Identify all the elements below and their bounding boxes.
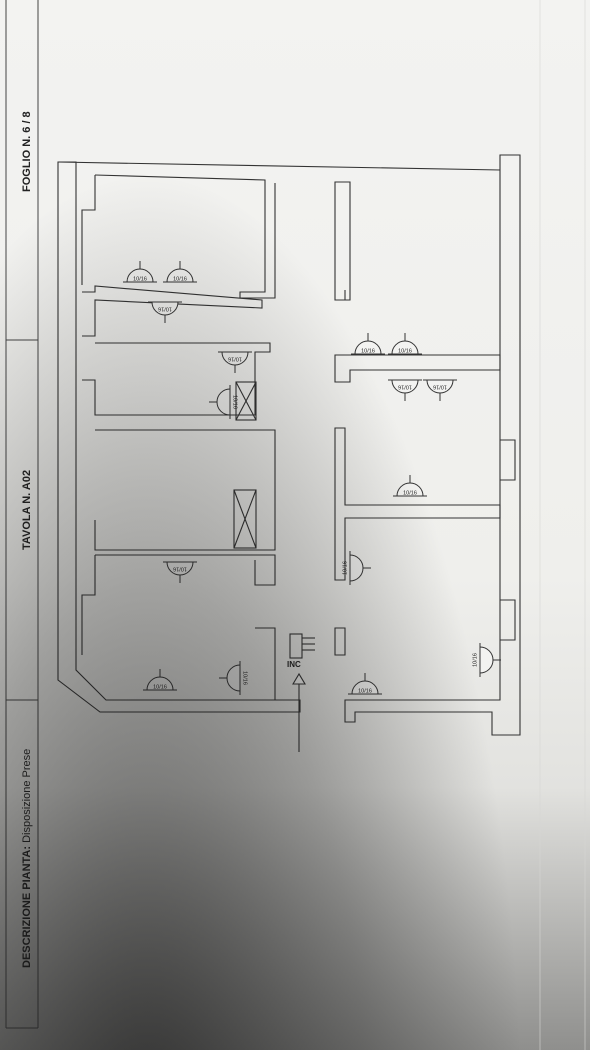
corridor-wall-entry	[334, 627, 346, 656]
socket-arc	[349, 554, 364, 582]
socket-symbol: 10/16	[342, 551, 371, 585]
entrance-label: INC	[287, 660, 301, 669]
socket-label: 10/16	[133, 276, 147, 282]
socket-label: 10/16	[228, 356, 242, 362]
socket-label: 10/16	[398, 384, 412, 390]
socket-label: 10/16	[361, 348, 375, 354]
corridor-wall-top	[334, 181, 351, 301]
socket-symbol: 10/16	[143, 669, 177, 691]
socket-symbol: 10/16	[209, 385, 238, 419]
socket-label: 10/16	[433, 384, 447, 390]
socket-label: 10/16	[403, 490, 417, 496]
socket-label: 10/16	[242, 671, 248, 685]
socket-label: 10/16	[173, 566, 187, 572]
socket-symbol: 10/16	[148, 301, 182, 323]
title-block-frame	[5, 0, 39, 1029]
socket-symbol: 10/16	[348, 673, 382, 695]
socket-symbol: 10/16	[388, 333, 422, 355]
sockets: 10/16 10/16 10/16 10/16 10/16 10/16 10/16 10/16…	[123, 261, 501, 695]
socket-symbol: 10/16	[388, 379, 422, 401]
socket-symbol: 10/16	[163, 561, 197, 583]
socket-label: 10/16	[232, 395, 238, 409]
entrance-arrow	[292, 672, 306, 752]
socket-label: 10/16	[358, 688, 372, 694]
socket-arc	[226, 664, 241, 692]
socket-symbol: 10/16	[163, 261, 197, 283]
socket-label: 10/16	[398, 348, 412, 354]
socket-arc	[216, 388, 231, 416]
socket-label: 10/16	[153, 684, 167, 690]
socket-symbol: 10/16	[351, 333, 385, 355]
socket-label: 10/16	[173, 276, 187, 282]
socket-label: 10/16	[342, 561, 348, 575]
socket-symbol: 10/16	[423, 379, 457, 401]
walls	[57, 154, 521, 736]
socket-symbol: 10/16	[218, 351, 252, 373]
outer-wall-left	[57, 161, 301, 713]
outer-wall-top-right	[57, 154, 521, 736]
paper-guides	[539, 0, 586, 1050]
socket-symbol: 10/16	[123, 261, 157, 283]
socket-arc	[479, 646, 494, 674]
socket-symbol: 10/16	[472, 643, 501, 677]
corridor-wall-lower	[334, 427, 501, 581]
corridor-wall-mid	[334, 354, 501, 383]
electrical-panel	[289, 633, 303, 659]
socket-symbol: 10/16	[219, 661, 248, 695]
room-wall-5	[255, 627, 276, 700]
socket-label: 10/16	[472, 653, 478, 667]
socket-symbol: 10/16	[393, 475, 427, 497]
socket-label: 10/16	[158, 306, 172, 312]
